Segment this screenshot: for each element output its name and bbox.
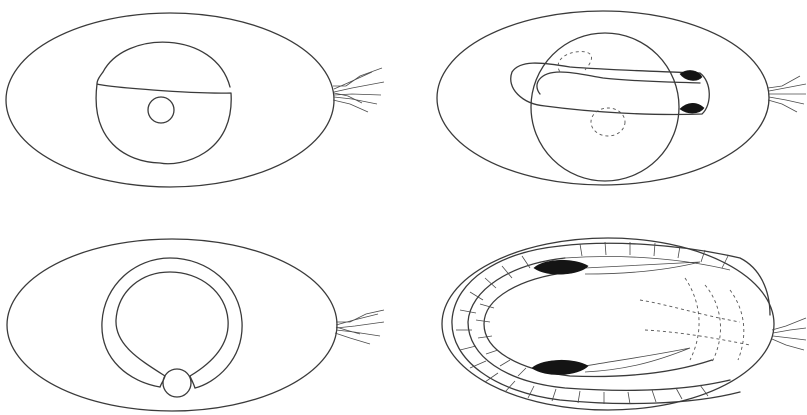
embryo-body-mid — [468, 258, 730, 390]
lower-appendage — [585, 348, 690, 372]
panel-stage-1 — [6, 13, 384, 187]
ring-embryo-outer — [102, 258, 242, 388]
panel-stage-2 — [437, 11, 806, 185]
ring-embryo-inner — [116, 272, 228, 376]
yolk-sphere — [96, 84, 231, 164]
embryo-dorsal-fold — [560, 243, 770, 315]
egg-shell — [437, 11, 769, 185]
panel-stage-4 — [442, 238, 806, 410]
egg-micropyle-filaments — [772, 318, 806, 350]
segment-lines — [456, 256, 708, 404]
embryo-body-outer — [452, 246, 740, 404]
egg-micropyle-filaments — [768, 76, 806, 112]
germinal-disc — [148, 97, 174, 123]
panel-stage-3 — [7, 239, 384, 411]
head-dashed-lines — [640, 278, 750, 362]
germ-ball — [163, 369, 191, 397]
cap-edge — [97, 72, 103, 84]
upper-appendage — [585, 262, 700, 274]
eye-spot-lower — [532, 360, 588, 374]
eye-spot-upper — [680, 70, 702, 80]
embryo-body-inner — [484, 272, 712, 376]
egg-micropyle-filaments — [335, 310, 384, 344]
egg-shell — [7, 239, 337, 411]
embryo-dashed-head — [558, 52, 591, 72]
egg-micropyle-filaments — [333, 68, 384, 112]
eye-spot-lower — [680, 103, 704, 113]
blastoderm-cap — [103, 42, 230, 87]
